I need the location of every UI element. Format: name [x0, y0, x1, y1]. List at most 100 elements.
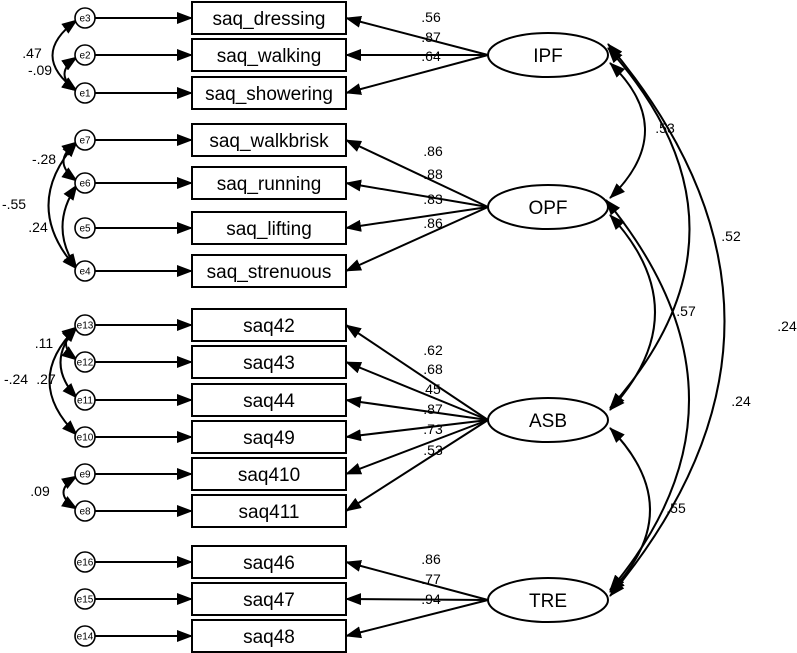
error-label: e9 [79, 470, 91, 481]
indicator-label: saq44 [243, 391, 295, 412]
correlation-value-IPF-OPF: .53 [655, 120, 675, 136]
error-covariance-e2-e1 [61, 56, 78, 92]
correlation-value-ASB-TRE: .55 [666, 500, 686, 516]
loading-path-TRE-saq46 [345, 560, 489, 601]
correlation-ASB-TRE [609, 427, 651, 593]
error-label: e14 [77, 632, 94, 643]
loading-value-saq44: .45 [421, 381, 441, 397]
error-covariance-value-e13-e10: -.24 [4, 371, 28, 387]
loading-path-OPF-saq_lifting [345, 206, 489, 232]
error-covariance-value-e7-e6: -.28 [32, 151, 56, 167]
error-label: e2 [79, 51, 91, 62]
error-e11: e11 [74, 389, 96, 411]
loading-path-ASB-saq49 [345, 419, 489, 442]
indicator-label: saq_showering [205, 84, 333, 105]
indicator-label: saq49 [243, 428, 295, 449]
indicator-label: saq42 [243, 316, 295, 337]
correlation-value-IPF-TRE: .24 [777, 318, 797, 334]
indicator-label: saq_walkbrisk [209, 131, 329, 152]
loading-path-TRE-saq48 [345, 599, 489, 639]
loading-value-saq_strenuous: .86 [423, 215, 443, 231]
indicator-saq48: saq48 [191, 619, 347, 653]
error-label: e4 [79, 267, 91, 278]
loading-path-ASB-saq411 [345, 419, 489, 512]
loading-value-saq43: .68 [423, 361, 443, 377]
error-e8: e8 [74, 500, 96, 522]
loading-value-saq_walking: .87 [421, 29, 441, 45]
error-label: e3 [79, 14, 91, 25]
coefficients-layer: .56.87.64.86.88.83.86.62.68.45.87.73.53.… [2, 9, 797, 607]
latent-label: IPF [533, 46, 563, 67]
error-covariance-e9-e8 [61, 475, 78, 510]
indicator-saq47: saq47 [191, 582, 347, 616]
indicator-label: saq48 [243, 627, 295, 648]
indicator-saq42: saq42 [191, 308, 347, 342]
latent-label: OPF [528, 198, 567, 219]
error-e1: e1 [74, 82, 96, 104]
error-covariance-e6-e4 [61, 184, 78, 270]
error-e6: e6 [74, 172, 96, 194]
indicator-label: saq47 [243, 590, 295, 611]
error-label: e6 [79, 179, 91, 190]
loading-path-OPF-saq_walkbrisk [345, 139, 489, 208]
indicator-saq_showering: saq_showering [191, 76, 347, 110]
error-label: e16 [77, 558, 94, 569]
indicator-saq43: saq43 [191, 345, 347, 379]
latent-ASB: ASB [487, 397, 609, 443]
error-covariance-value-e9-e8: .09 [30, 483, 50, 499]
loading-value-saq_showering: .64 [421, 48, 441, 64]
indicator-saq_lifting: saq_lifting [191, 211, 347, 245]
error-covariance-value-e3-e1: .47 [22, 45, 42, 61]
indicator-saq44: saq44 [191, 383, 347, 417]
correlation-OPF-ASB [609, 214, 656, 411]
loading-value-saq42: .62 [423, 342, 443, 358]
nodes-layer: saq_dressing e3 saq_walking e2 saq_showering… [74, 1, 609, 653]
error-label: e1 [79, 89, 91, 100]
correlation-value-OPF-ASB: .57 [676, 303, 696, 319]
error-label: e11 [77, 396, 93, 407]
indicator-saq_walkbrisk: saq_walkbrisk [191, 123, 347, 157]
loading-path-ASB-saq43 [345, 361, 489, 421]
correlation-OPF-TRE [605, 199, 690, 591]
indicator-label: saq411 [239, 502, 300, 523]
loading-path-ASB-saq44 [345, 396, 489, 421]
error-covariance-e13-e10 [48, 326, 78, 436]
latent-label: ASB [529, 411, 567, 432]
error-label: e7 [79, 136, 91, 147]
indicator-saq_dressing: saq_dressing [191, 1, 347, 35]
error-e14: e14 [74, 625, 96, 647]
error-e15: e15 [74, 588, 96, 610]
loading-value-saq_running: .88 [423, 166, 443, 182]
error-e2: e2 [74, 44, 96, 66]
indicator-saq411: saq411 [191, 494, 347, 528]
paths-layer [47, 12, 726, 642]
indicator-label: saq_dressing [212, 9, 325, 30]
indicator-saq_running: saq_running [191, 166, 347, 200]
latent-OPF: OPF [487, 184, 609, 230]
indicator-saq46: saq46 [191, 545, 347, 579]
indicator-saq_strenuous: saq_strenuous [191, 254, 347, 288]
indicator-label: saq46 [243, 553, 295, 574]
loading-value-saq410: .73 [423, 421, 443, 437]
indicator-label: saq_walking [217, 46, 322, 67]
indicator-label: saq43 [243, 353, 295, 374]
loading-path-IPF-saq_showering [345, 54, 489, 95]
latent-IPF: IPF [487, 32, 609, 78]
loading-value-saq48: .94 [421, 591, 441, 607]
correlation-IPF-OPF [609, 62, 646, 199]
error-label: e10 [77, 433, 94, 444]
loading-value-saq_lifting: .83 [423, 191, 443, 207]
error-covariance-value-e13-e12: .11 [35, 335, 54, 351]
indicator-label: saq_lifting [226, 219, 312, 240]
error-e3: e3 [74, 7, 96, 29]
error-covariance-value-e6-e4: .24 [28, 219, 48, 235]
correlation-IPF-ASB [607, 47, 691, 409]
correlation-value-IPF-ASB: .52 [721, 228, 741, 244]
error-e5: e5 [74, 217, 96, 239]
indicator-label: saq410 [238, 465, 300, 486]
loading-value-saq47: .77 [421, 571, 441, 587]
indicator-saq410: saq410 [191, 457, 347, 491]
latent-label: TRE [529, 591, 567, 612]
error-covariance-value-e13-e11: .27 [36, 371, 56, 387]
error-label: e15 [77, 595, 94, 606]
